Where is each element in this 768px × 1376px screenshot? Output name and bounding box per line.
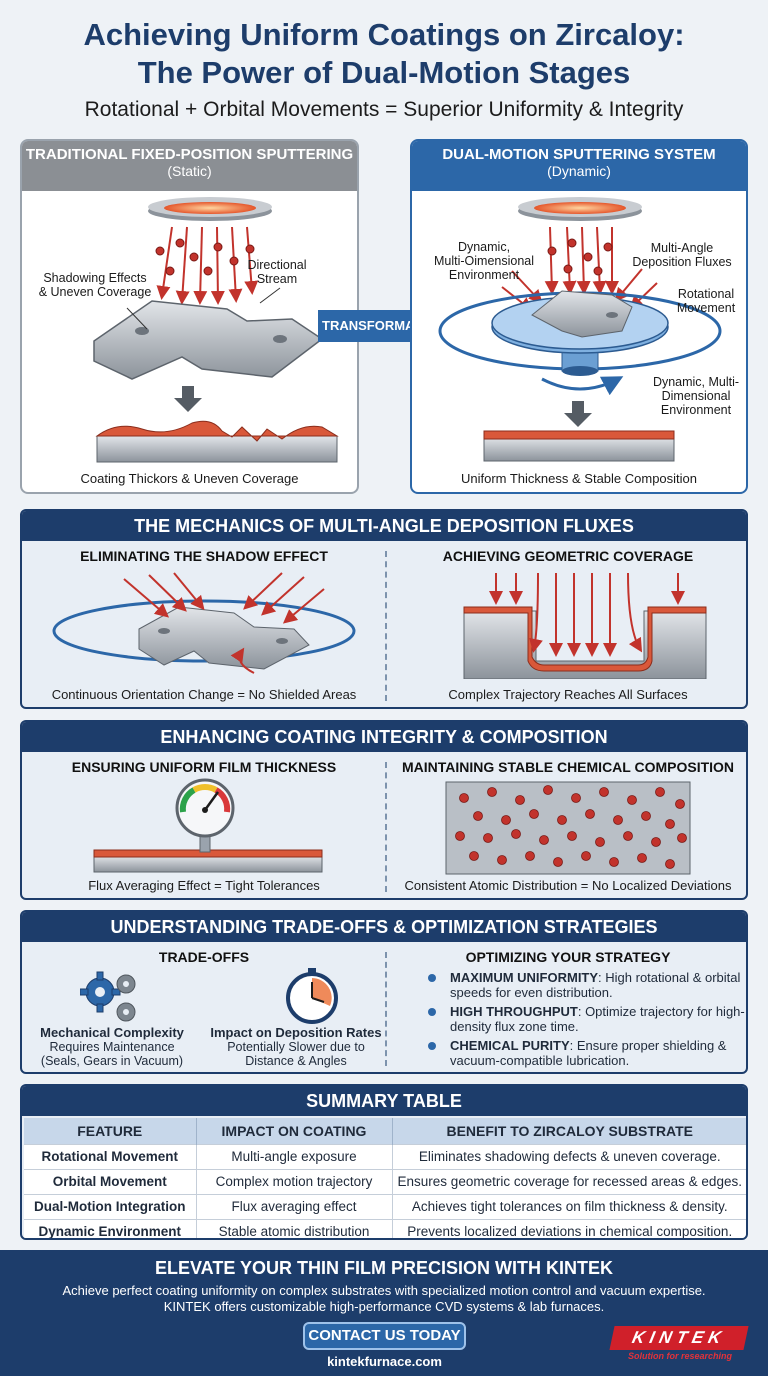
tradeoff-deposition-rates: Impact on Deposition Rates Potentially S…	[210, 1025, 382, 1069]
table-cell: Eliminates shadowing defects & uneven co…	[392, 1143, 746, 1169]
table-cell: Dynamic Environment	[24, 1218, 197, 1238]
shadow-effect-illustration	[52, 572, 356, 674]
table-cell: Ensures geometric coverage for recessed …	[392, 1168, 746, 1194]
chemical-composition-title: MAINTAINING STABLE CHEMICAL COMPOSITION	[401, 759, 735, 775]
mechanics-heading: THE MECHANICS OF MULTI-ANGLE DEPOSITION …	[22, 511, 746, 541]
table-cell: Flux averaging effect	[196, 1193, 393, 1219]
dynamic-sputtering-illustration	[438, 197, 722, 462]
directional-stream-arrows	[156, 226, 259, 305]
bullet-dot	[428, 1008, 436, 1016]
uniform-thickness-caption: Flux Averaging Effect = Tight Tolerances	[88, 878, 320, 893]
label-rotational-movement: Rotational Movement	[676, 287, 736, 315]
thickness-gauge-illustration	[93, 778, 323, 873]
gears-icon	[80, 971, 136, 1022]
table-cell: Achieves tight tolerances on film thickn…	[392, 1193, 746, 1219]
tradeoffs-section: UNDERSTANDING TRADE-OFFS & OPTIMIZATION …	[20, 910, 748, 1074]
integrity-heading: ENHANCING COATING INTEGRITY & COMPOSITIO…	[22, 722, 746, 752]
table-row: Dynamic Environment Stable atomic distri…	[24, 1218, 746, 1238]
website-link[interactable]: kintekfurnace.com	[327, 1354, 442, 1369]
dual-caption: Uniform Thickness & Stable Composition	[460, 471, 698, 486]
geometric-coverage-caption: Complex Trajectory Reaches All Surfaces	[448, 687, 688, 702]
section-divider	[385, 952, 387, 1066]
traditional-heading: TRADITIONAL FIXED-POSITION SPUTTERING	[25, 146, 354, 163]
logo-tagline: Solution for researching	[627, 1351, 732, 1361]
uniform-thickness-title: ENSURING UNIFORM FILM THICKNESS	[71, 759, 337, 775]
static-sputtering-illustration	[93, 197, 339, 463]
label-multi-angle-fluxes: Multi-Angle Deposition Fluxes	[632, 241, 732, 269]
bullet-dot	[428, 1042, 436, 1050]
atomic-distribution-illustration	[445, 781, 691, 875]
strategy-title: OPTIMIZING YOUR STRATEGY	[465, 949, 671, 965]
shadow-effect-title: ELIMINATING THE SHADOW EFFECT	[80, 548, 328, 564]
table-cell: Complex motion trajectory	[196, 1168, 393, 1194]
table-cell: Multi-angle exposure	[196, 1143, 393, 1169]
section-divider	[385, 762, 387, 892]
rotation-arrow	[541, 376, 624, 396]
uniform-coating-cross-section	[483, 430, 675, 462]
shadow-effect-caption: Continuous Orientation Change = No Shiel…	[51, 687, 357, 702]
bullet-dot	[428, 974, 436, 982]
tradeoff-mechanical-complexity: Mechanical Complexity Requires Maintenan…	[40, 1025, 184, 1069]
column-header: IMPACT ON COATING	[196, 1118, 393, 1144]
column-header: FEATURE	[24, 1118, 197, 1144]
strategy-item: MAXIMUM UNIFORMITY: High rotational & or…	[428, 970, 746, 1000]
sputtered-atoms	[155, 238, 255, 276]
page-title: Achieving Uniform Coatings on Zircaloy: …	[0, 16, 768, 92]
table-cell: Prevents localized deviations in chemica…	[392, 1218, 746, 1238]
footer-text: Achieve perfect coating uniformity on co…	[62, 1283, 706, 1314]
contact-us-button[interactable]: CONTACT US TODAY	[303, 1322, 466, 1350]
traditional-panel: TRADITIONAL FIXED-POSITION SPUTTERING (S…	[20, 139, 359, 494]
section-divider	[385, 551, 387, 701]
stopwatch-icon	[286, 968, 338, 1024]
down-arrow-static	[174, 386, 202, 412]
tradeoffs-heading: UNDERSTANDING TRADE-OFFS & OPTIMIZATION …	[22, 912, 746, 942]
table-cell: Stable atomic distribution	[196, 1218, 393, 1238]
geometric-coverage-illustration	[463, 572, 707, 679]
traditional-caption: Coating Thickors & Uneven Coverage	[80, 471, 299, 486]
table-row: Dual-Motion Integration Flux averaging e…	[24, 1193, 746, 1219]
down-arrow-dynamic	[564, 401, 592, 427]
tradeoffs-title: TRADE-OFFS	[158, 949, 250, 965]
dual-panel-header: DUAL-MOTION SPUTTERING SYSTEM (Dynamic)	[412, 141, 746, 191]
column-header: BENEFIT TO ZIRCALOY SUBSTRATE	[392, 1118, 746, 1144]
strategy-item: HIGH THROUGHPUT: Optimize trajectory for…	[428, 1004, 746, 1034]
summary-heading: SUMMARY TABLE	[22, 1086, 746, 1116]
traditional-panel-header: TRADITIONAL FIXED-POSITION SPUTTERING (S…	[22, 141, 357, 191]
summary-table: FEATURE IMPACT ON COATING BENEFIT TO ZIR…	[24, 1118, 746, 1238]
integrity-section: ENHANCING COATING INTEGRITY & COMPOSITIO…	[20, 720, 748, 900]
title-line-2: The Power of Dual-Motion Stages	[137, 55, 631, 90]
page-subtitle: Rotational + Orbital Movements = Superio…	[84, 98, 684, 121]
sputter-target-dynamic	[518, 197, 642, 221]
chemical-composition-caption: Consistent Atomic Distribution = No Loca…	[404, 878, 732, 893]
label-directional-stream: Directional Stream	[247, 258, 307, 286]
label-dynamic-env-a: Dynamic, Multi-Oimensional Environment	[433, 240, 535, 282]
sputter-target	[148, 197, 272, 221]
dual-subheading: (Dynamic)	[547, 163, 611, 179]
substrate-dynamic	[531, 290, 633, 338]
strategy-item: CHEMICAL PURITY: Ensure proper shielding…	[428, 1038, 746, 1068]
summary-section: SUMMARY TABLE FEATURE IMPACT ON COATING …	[20, 1084, 748, 1240]
table-row: Orbital Movement Complex motion trajecto…	[24, 1168, 746, 1194]
dual-motion-panel: DUAL-MOTION SPUTTERING SYSTEM (Dynamic)	[410, 139, 748, 494]
label-dynamic-env-b: Dynamic, Multi- Dimensional Environment	[652, 375, 740, 417]
table-row: Rotational Movement Multi-angle exposure…	[24, 1143, 746, 1169]
traditional-subheading: (Static)	[167, 163, 212, 179]
table-header-row: FEATURE IMPACT ON COATING BENEFIT TO ZIR…	[24, 1118, 746, 1144]
mechanics-section: THE MECHANICS OF MULTI-ANGLE DEPOSITION …	[20, 509, 748, 709]
footer-title: ELEVATE YOUR THIN FILM PRECISION WITH KI…	[154, 1258, 613, 1278]
title-line-1: Achieving Uniform Coatings on Zircaloy:	[83, 17, 685, 52]
label-shadowing-effects: Shadowing Effects & Uneven Coverage	[38, 271, 152, 299]
geometric-coverage-title: ACHIEVING GEOMETRIC COVERAGE	[442, 548, 694, 564]
table-cell: Rotational Movement	[24, 1143, 197, 1169]
table-cell: Orbital Movement	[24, 1168, 197, 1194]
uneven-coating-cross-section	[95, 420, 339, 463]
dual-heading: DUAL-MOTION SPUTTERING SYSTEM	[442, 146, 716, 163]
footer-banner: ELEVATE YOUR THIN FILM PRECISION WITH KI…	[0, 1250, 768, 1376]
table-cell: Dual-Motion Integration	[24, 1193, 197, 1219]
sputtered-atoms-dynamic	[547, 238, 613, 276]
kintek-logo: KINTEK Solution for researching	[609, 1326, 749, 1361]
substrate-static	[93, 300, 324, 380]
logo-wordmark: KINTEK	[609, 1326, 749, 1350]
